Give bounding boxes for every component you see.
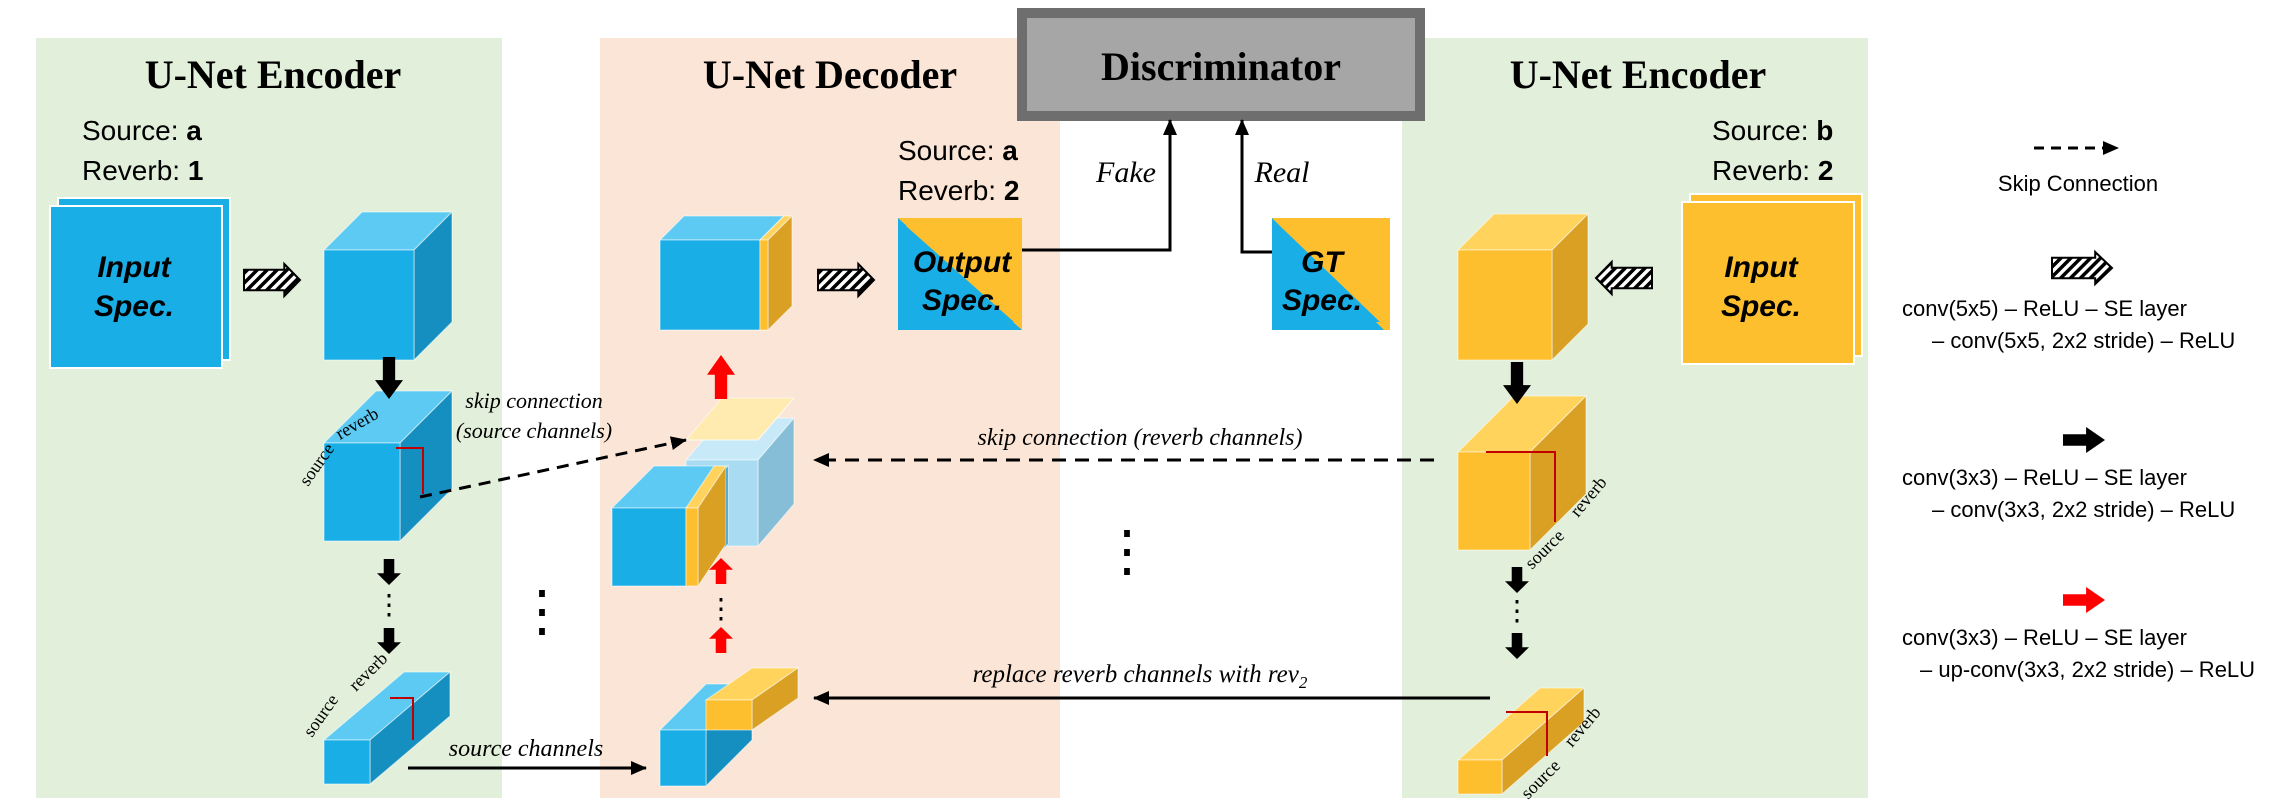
right-reverb-label: Reverb: 2 bbox=[1712, 155, 1833, 186]
decoder-cube-bottom-orange bbox=[704, 667, 800, 731]
right-cube3-divider bbox=[1506, 711, 1548, 756]
left-ellipsis-small: ⋮ bbox=[375, 590, 403, 621]
left-source-label: Source: a bbox=[82, 115, 202, 146]
right-encoder-panel bbox=[1402, 38, 1868, 798]
down-arrow-right-1 bbox=[1503, 362, 1531, 404]
skip-source-label-2: (source channels) bbox=[456, 418, 612, 443]
legend-item2-line1: conv(3x3) – ReLU – SE layer bbox=[1902, 465, 2187, 490]
left-cube-1 bbox=[322, 210, 454, 362]
decoder-panel bbox=[600, 38, 1060, 798]
legend-skip-label: Skip Connection bbox=[1998, 171, 2158, 196]
down-arrow-left-1 bbox=[375, 357, 403, 399]
left-cube3-divider bbox=[390, 697, 414, 740]
right-cube2-divider bbox=[1486, 451, 1556, 522]
left-input-text-1: Input bbox=[97, 251, 172, 284]
down-arrow-left-2 bbox=[377, 559, 401, 585]
hatch-arrow-decoder bbox=[817, 261, 876, 299]
middle-ellipsis: ⋮ bbox=[1099, 521, 1155, 583]
gt-spectrogram: GT Spec. bbox=[1272, 218, 1390, 330]
real-label: Real bbox=[1254, 156, 1310, 189]
skip-source-label-1: skip connection bbox=[465, 388, 602, 413]
decoder-cube-mid-lorange-top bbox=[684, 397, 796, 441]
hatch-arrow-right-encoder bbox=[1594, 259, 1653, 297]
right-source-label: Source: b bbox=[1712, 115, 1833, 146]
skip-source-arrow bbox=[419, 436, 687, 499]
legend-red-arrow bbox=[2063, 587, 2105, 613]
left-input-text-2: Spec. bbox=[94, 290, 174, 323]
left-ellipsis-large: ⋮ bbox=[514, 581, 570, 643]
up-arrow-decoder-1 bbox=[707, 355, 735, 399]
left-encoder-title: U-Net Encoder bbox=[145, 52, 402, 97]
replace-reverb-label: replace reverb channels with rev2 bbox=[973, 661, 1308, 692]
output-text-2: Spec. bbox=[922, 284, 1002, 317]
legend-item1-line2: – conv(5x5, 2x2 stride) – ReLU bbox=[1932, 328, 2235, 353]
hatch-arrow-left-encoder bbox=[243, 261, 302, 299]
feature-cubes bbox=[322, 210, 1590, 796]
real-connector bbox=[1235, 119, 1272, 254]
conv5-arrows bbox=[243, 249, 2114, 299]
skip-reverb-label: skip connection (reverb channels) bbox=[978, 425, 1303, 451]
source-channels-label: source channels bbox=[449, 736, 603, 762]
right-cube-3 bbox=[1456, 686, 1586, 796]
down-arrow-right-3 bbox=[1505, 633, 1529, 659]
up-arrow-decoder-3 bbox=[709, 627, 733, 653]
legend-item2-line2: – conv(3x3, 2x2 stride) – ReLU bbox=[1932, 497, 2235, 522]
fake-connector bbox=[1022, 119, 1177, 252]
decoder-title: U-Net Decoder bbox=[703, 52, 957, 97]
down-arrow-right-2 bbox=[1505, 567, 1529, 593]
up-arrow-decoder-2 bbox=[709, 558, 733, 584]
gt-text-2: Spec. bbox=[1282, 284, 1362, 317]
fake-label: Fake bbox=[1095, 156, 1156, 189]
decoder-ellipsis-small: ⋮ bbox=[707, 594, 735, 625]
left-reverb-label: Reverb: 1 bbox=[82, 155, 203, 186]
output-spectrogram: Output Spec. bbox=[898, 218, 1022, 330]
legend-item1-line1: conv(5x5) – ReLU – SE layer bbox=[1902, 296, 2187, 321]
output-text-1: Output bbox=[913, 246, 1013, 279]
discriminator-box bbox=[1017, 8, 1425, 121]
decoder-cube-top-orange bbox=[758, 214, 794, 332]
right-cube-2 bbox=[1456, 394, 1588, 552]
hatch-arrow-legend bbox=[2051, 249, 2114, 287]
down-arrow-left-3 bbox=[377, 628, 401, 654]
gt-text-1: GT bbox=[1301, 246, 1345, 279]
left-cube2-divider bbox=[396, 447, 424, 494]
right-input-text-1: Input bbox=[1724, 251, 1799, 284]
decoder-cube-mid-orange bbox=[685, 464, 727, 588]
left-cube-2 bbox=[322, 389, 454, 543]
legend-item3-line2: – up-conv(3x3, 2x2 stride) – ReLU bbox=[1920, 657, 2255, 682]
left-cube-3 bbox=[322, 670, 452, 786]
conv3-arrows bbox=[375, 357, 2105, 659]
decoder-reverb-label: Reverb: 2 bbox=[898, 175, 1019, 206]
right-encoder-title: U-Net Encoder bbox=[1510, 52, 1767, 97]
right-cube-1 bbox=[1456, 212, 1590, 362]
right-ellipsis-small: ⋮ bbox=[1503, 596, 1531, 627]
upconv-arrows bbox=[707, 355, 2105, 653]
left-input-spectrogram: Input Spec. bbox=[49, 197, 231, 369]
legend-item3-line1: conv(3x3) – ReLU – SE layer bbox=[1902, 625, 2187, 650]
right-input-text-2: Spec. bbox=[1721, 290, 1801, 323]
decoder-source-label: Source: a bbox=[898, 135, 1018, 166]
legend-black-arrow bbox=[2063, 427, 2105, 453]
discriminator-title: Discriminator bbox=[1101, 44, 1341, 89]
right-input-spectrogram: Input Spec. bbox=[1681, 193, 1863, 365]
